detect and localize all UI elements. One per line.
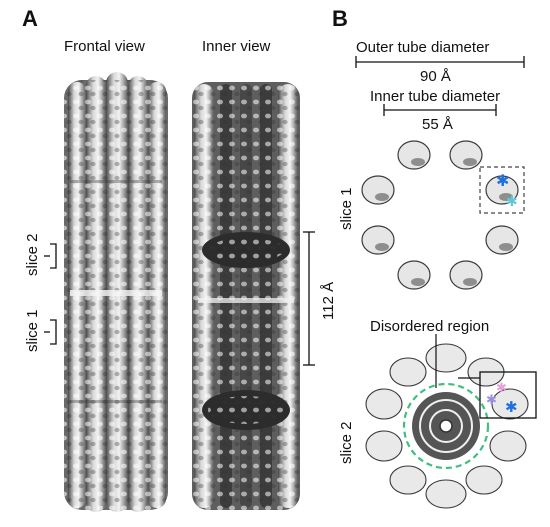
inner-diameter-label: Inner tube diameter [370,88,501,105]
slice-1-bracket [44,319,57,345]
distance-bracket [303,231,315,366]
pink-star-icon: ✱ [496,381,507,396]
inner-diameter-value: 55 Å [422,116,453,133]
panel-letter-a: A [22,6,38,31]
inner-view-title: Inner view [202,38,271,55]
violet-star-icon: ✱ [486,393,497,408]
outer-diameter-label: Outer tube diameter [356,39,490,56]
slice-2-highlight-box [479,371,537,419]
inner-view-map [192,82,300,510]
frontal-view-map [64,72,168,512]
disordered-region-label: Disordered region [370,318,490,335]
frontal-view-title: Frontal view [64,38,145,55]
slice-2-bracket [44,243,57,269]
slice-1-ring [361,140,519,290]
outer-diameter-bar [355,56,525,68]
slice-1-highlight-box [479,166,525,214]
disordered-region-ring [402,382,490,470]
inner-diameter-bar [383,104,497,116]
cyan-star-icon: ✱ [506,194,518,210]
slice-2-rosette [365,343,529,509]
blue-star-2-icon: ✱ [505,398,518,416]
blue-star-icon: ✱ [496,171,509,190]
panel-letter-b: B [332,6,348,31]
outer-diameter-value: 90 Å [420,68,451,85]
